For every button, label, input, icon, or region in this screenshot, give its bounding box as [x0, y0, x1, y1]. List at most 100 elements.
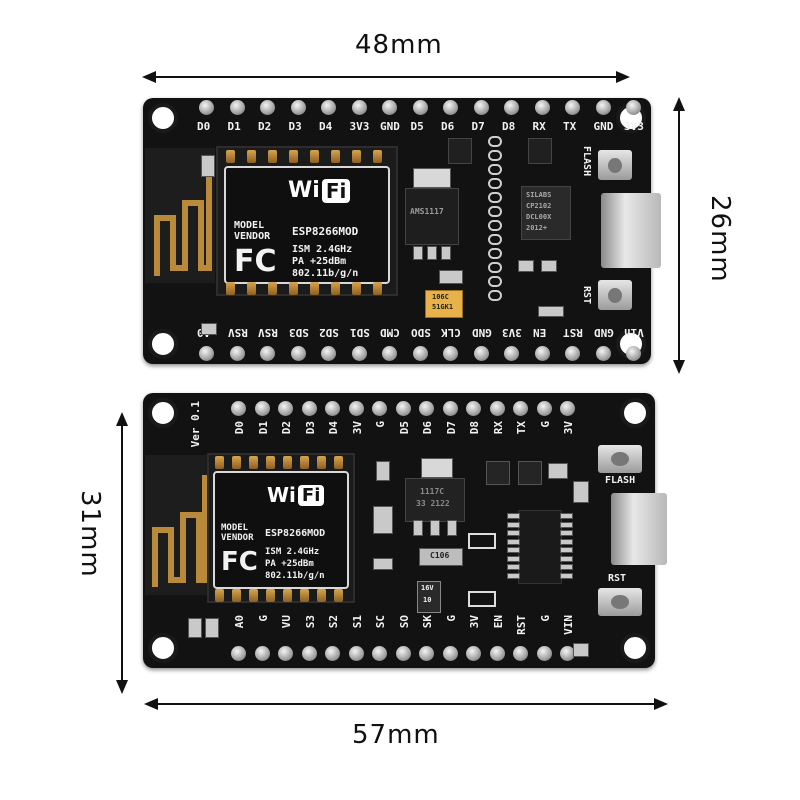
header-pin: [466, 401, 481, 416]
transistor: [448, 138, 472, 164]
arrow-down-icon: [116, 680, 128, 694]
header-pin: [321, 346, 336, 361]
header-pin: [325, 646, 340, 661]
spec-line: PA +25dBm: [292, 256, 347, 267]
pin-label: VIN: [562, 615, 575, 635]
pin-label: SK: [421, 615, 434, 629]
module-pad: [331, 282, 340, 295]
header-pin: [382, 346, 397, 361]
ic-leg: [507, 547, 520, 553]
header-pin: [278, 646, 293, 661]
smd-resistor: [201, 323, 217, 335]
pin-label: G: [256, 615, 270, 622]
header-pin: [348, 401, 364, 416]
flash-button[interactable]: [598, 445, 642, 473]
module-pad: [310, 282, 319, 295]
wifi-logo: Wi Fi: [267, 483, 325, 507]
pin-label: Vin: [624, 326, 644, 339]
pin-label: D6: [421, 421, 434, 435]
pin-label: 3V: [468, 615, 481, 629]
module-pad: [266, 589, 275, 602]
micro-usb-port[interactable]: [601, 193, 661, 268]
esp8266-module: Wi Fi MODEL VENDOR ESP8266MOD FC ISM 2.4…: [207, 453, 355, 603]
pin-label: D2: [280, 421, 293, 435]
module-pad: [352, 150, 361, 163]
breakout-pad: [488, 178, 502, 189]
pin-label: S1: [350, 615, 364, 629]
smd-resistor: [573, 643, 589, 657]
header-pin: [412, 346, 428, 361]
mounting-hole: [620, 398, 650, 428]
ic-leg: [507, 513, 520, 519]
mounting-hole: [148, 103, 178, 133]
arrow-up-icon: [116, 412, 128, 426]
pin-label: SDO: [410, 326, 431, 339]
esp8266-module: Wi Fi MODEL VENDOR ESP8266MOD FC ISM 2.4…: [216, 146, 398, 296]
pin-label: G: [538, 615, 552, 622]
arrow-up-icon: [673, 97, 685, 111]
header-pin: [348, 646, 364, 661]
version-label: Ver 0.1: [189, 401, 202, 448]
micro-usb-port[interactable]: [611, 493, 667, 565]
regulator-leg: [413, 246, 423, 260]
flash-button[interactable]: [598, 150, 632, 180]
module-pad: [232, 589, 241, 602]
header-pin: [536, 646, 552, 661]
spec-line: ISM 2.4GHz: [292, 244, 353, 255]
pin-label: 3V3: [502, 326, 522, 339]
module-pad: [268, 150, 277, 163]
smd-led: [201, 155, 215, 177]
pin-label: S2: [327, 615, 340, 629]
reset-button[interactable]: [598, 588, 642, 616]
module-pad: [373, 282, 382, 295]
header-pin: [473, 346, 489, 361]
ic-leg: [560, 538, 573, 545]
ic-leg: [560, 513, 573, 519]
ic-leg: [560, 572, 573, 579]
wifi-logo: Wi Fi: [288, 178, 351, 203]
header-pin: [231, 401, 246, 416]
pin-label: D0: [233, 421, 246, 435]
header-pin: [254, 646, 270, 661]
pin-label: D7: [471, 120, 485, 133]
module-pad: [283, 589, 292, 602]
fc-mark-icon: FC: [221, 547, 258, 577]
pin-label: 3V3: [624, 120, 644, 133]
pin-label: GND: [471, 326, 492, 339]
pin-label: D5: [410, 120, 424, 133]
spec-line: 802.11b/g/n: [265, 571, 325, 581]
pin-label: CLK: [441, 326, 461, 339]
regulator-leg: [447, 520, 457, 536]
pin-label: S3: [303, 615, 317, 629]
ic-leg: [560, 555, 573, 562]
regulator-leg: [441, 246, 451, 260]
pin-label: D4: [327, 421, 340, 435]
component-outline: [468, 533, 496, 549]
usb-uart-chip: SILABS CP2102 DCL00X 2012+: [521, 186, 571, 240]
module-pad: [317, 589, 326, 602]
pin-label: G: [374, 421, 387, 428]
module-pad: [300, 589, 309, 602]
header-pin: [443, 100, 458, 115]
header-pin: [395, 646, 411, 661]
header-pin: [325, 401, 340, 416]
module-pad: [289, 282, 298, 295]
module-pad: [226, 150, 235, 163]
module-pad: [266, 456, 275, 469]
module-pad: [247, 282, 256, 295]
smd-resistor: [541, 260, 557, 272]
pin-label: D2: [258, 120, 272, 133]
reset-button[interactable]: [598, 280, 632, 310]
spec-line: 802.11b/g/n: [292, 268, 359, 279]
header-pin: [419, 646, 434, 661]
pin-label: D3: [288, 120, 302, 133]
header-pin: [513, 401, 528, 416]
module-pad: [232, 456, 241, 469]
module-pad: [268, 282, 277, 295]
pin-label: EN: [532, 326, 546, 339]
regulator-leg: [430, 520, 440, 536]
dimension-arrow-line: [152, 703, 660, 705]
pin-label: G: [444, 615, 458, 622]
dimension-arrow-line: [121, 420, 123, 685]
